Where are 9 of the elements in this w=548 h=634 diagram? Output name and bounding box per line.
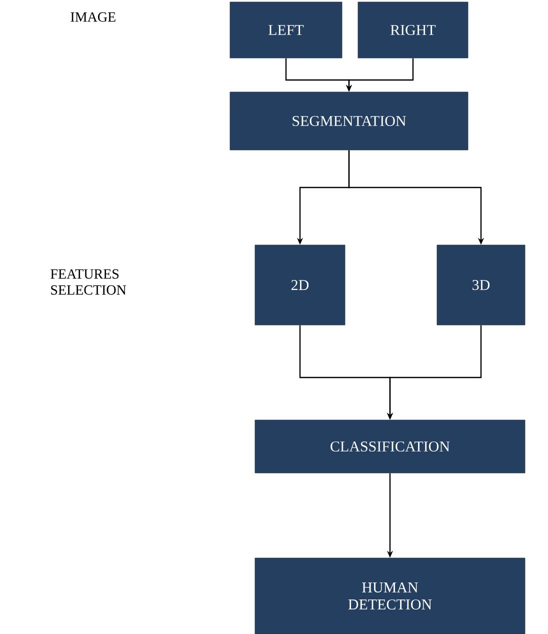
side-label: IMAGE bbox=[70, 12, 116, 22]
process-box: LEFT bbox=[230, 2, 342, 58]
process-box: RIGHT bbox=[358, 2, 468, 58]
process-box: SEGMENTATION bbox=[230, 92, 468, 150]
process-box: 2D bbox=[254, 244, 346, 326]
side-label: FEATURES SELECTION bbox=[50, 269, 126, 295]
process-box: 3D bbox=[436, 244, 526, 326]
process-box: CLASSIFICATION bbox=[254, 420, 526, 474]
process-box: HUMAN DETECTION bbox=[254, 558, 526, 634]
